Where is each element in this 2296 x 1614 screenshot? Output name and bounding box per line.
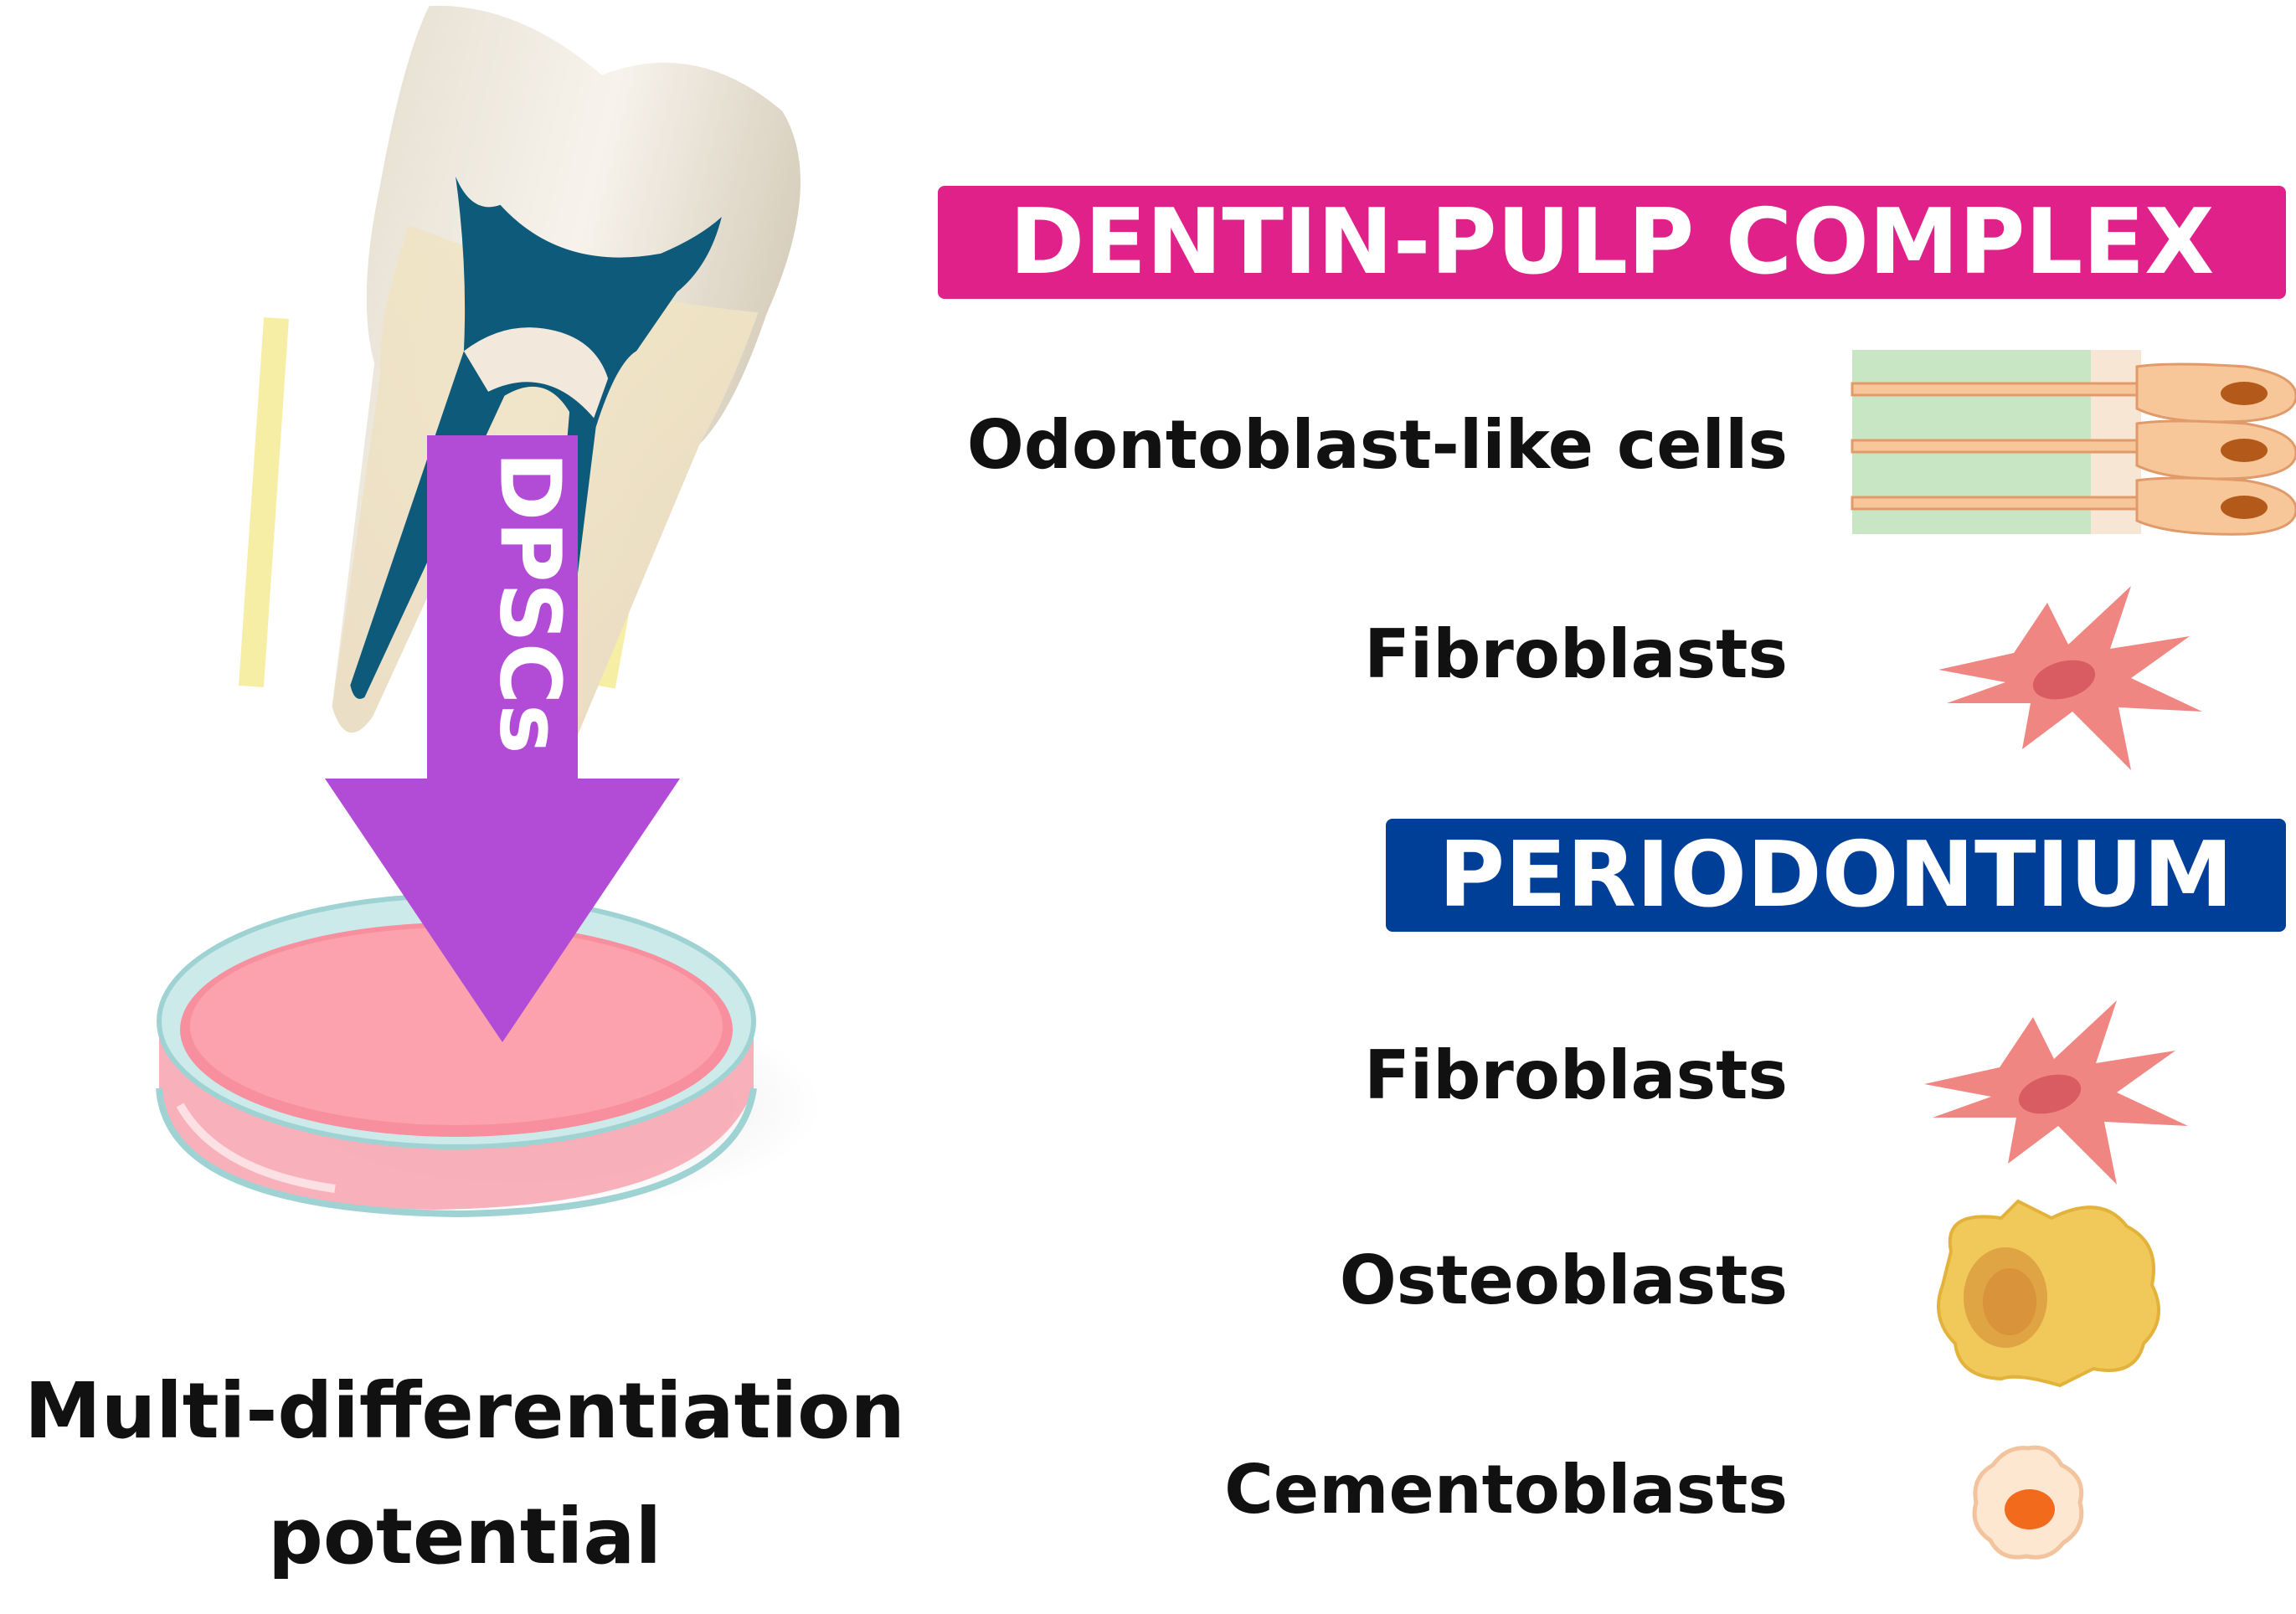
cell-label-cementoblast: Cementoblasts [1224,1451,1788,1529]
dpscs-arrow [325,435,680,1042]
cell-label-odontoblast: Odontoblast-like cells [966,406,1788,484]
cementoblast-cell-icon [1972,1445,2084,1560]
odontoblast-cells-icon [1851,350,2296,536]
fibroblast-cell-icon [1938,586,2202,770]
tooth-dish-illustration: DPSCs [156,5,821,1218]
cell-label-osteoblast: Osteoblasts [1339,1241,1788,1319]
pulp-chamber [350,176,722,739]
section-title-periodontium: PERIODONTIUM [1386,819,2286,932]
arrow-label: DPSCs [481,451,579,753]
osteoblast-cell-icon [1937,1199,2160,1388]
caption-line-2: potential [267,1492,662,1581]
section-title-dentin-pulp: DENTIN-PULP COMPLEX [938,186,2286,299]
petri-dish-icon [156,893,757,1218]
caption-line-1: Multi-differentiation [24,1366,905,1456]
fibroblast-cell-icon [1924,1000,2188,1185]
cell-label-fibroblast-pd: Fibroblasts [1364,1036,1788,1114]
cell-label-fibroblast-dp: Fibroblasts [1364,615,1788,693]
tooth-icon [332,5,801,762]
